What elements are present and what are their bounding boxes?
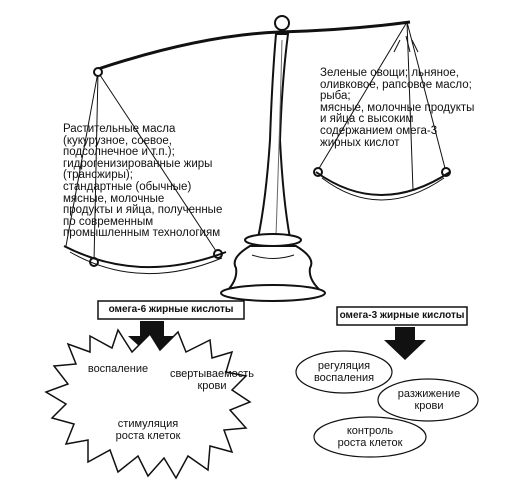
right-strings [317,21,447,191]
omega6-label: омега-6 жирные кислоты [108,304,234,315]
omega6-effect-inflammation: воспаление [87,363,149,375]
omega6-starburst [44,328,252,480]
left-strings [65,71,219,263]
scale-beam [94,20,411,72]
omega3-effect-blood-thinning: разжижение крови [397,388,461,412]
scale-finial [274,15,290,31]
omega3-label-box [336,306,468,326]
omega3-effect-ellipse-1 [295,350,393,394]
omega3-effect-growth-control: контроль роста клеток [337,425,403,449]
omega3-effect-inflammation-regulation: регуляция воспаления [313,360,375,384]
left-pan-text: Растительные масла (кукурузное, соевое, … [63,123,223,240]
left-pan [63,245,227,269]
right-pan [315,171,451,196]
omega3-effect-ellipse-3 [313,416,427,458]
omega6-label-box [97,300,245,320]
right-pan-text: Зеленые овощи; льняное, оливковое, рапсо… [320,67,475,149]
omega3-arrow [384,327,426,360]
omega3-label: омега-3 жирные кислоты [339,310,465,321]
omega3-effect-ellipse-2 [377,378,479,422]
omega6-effect-growth: стимуляция роста клеток [115,418,181,442]
omega6-effect-coagulation: свертываемость крови [169,368,255,392]
